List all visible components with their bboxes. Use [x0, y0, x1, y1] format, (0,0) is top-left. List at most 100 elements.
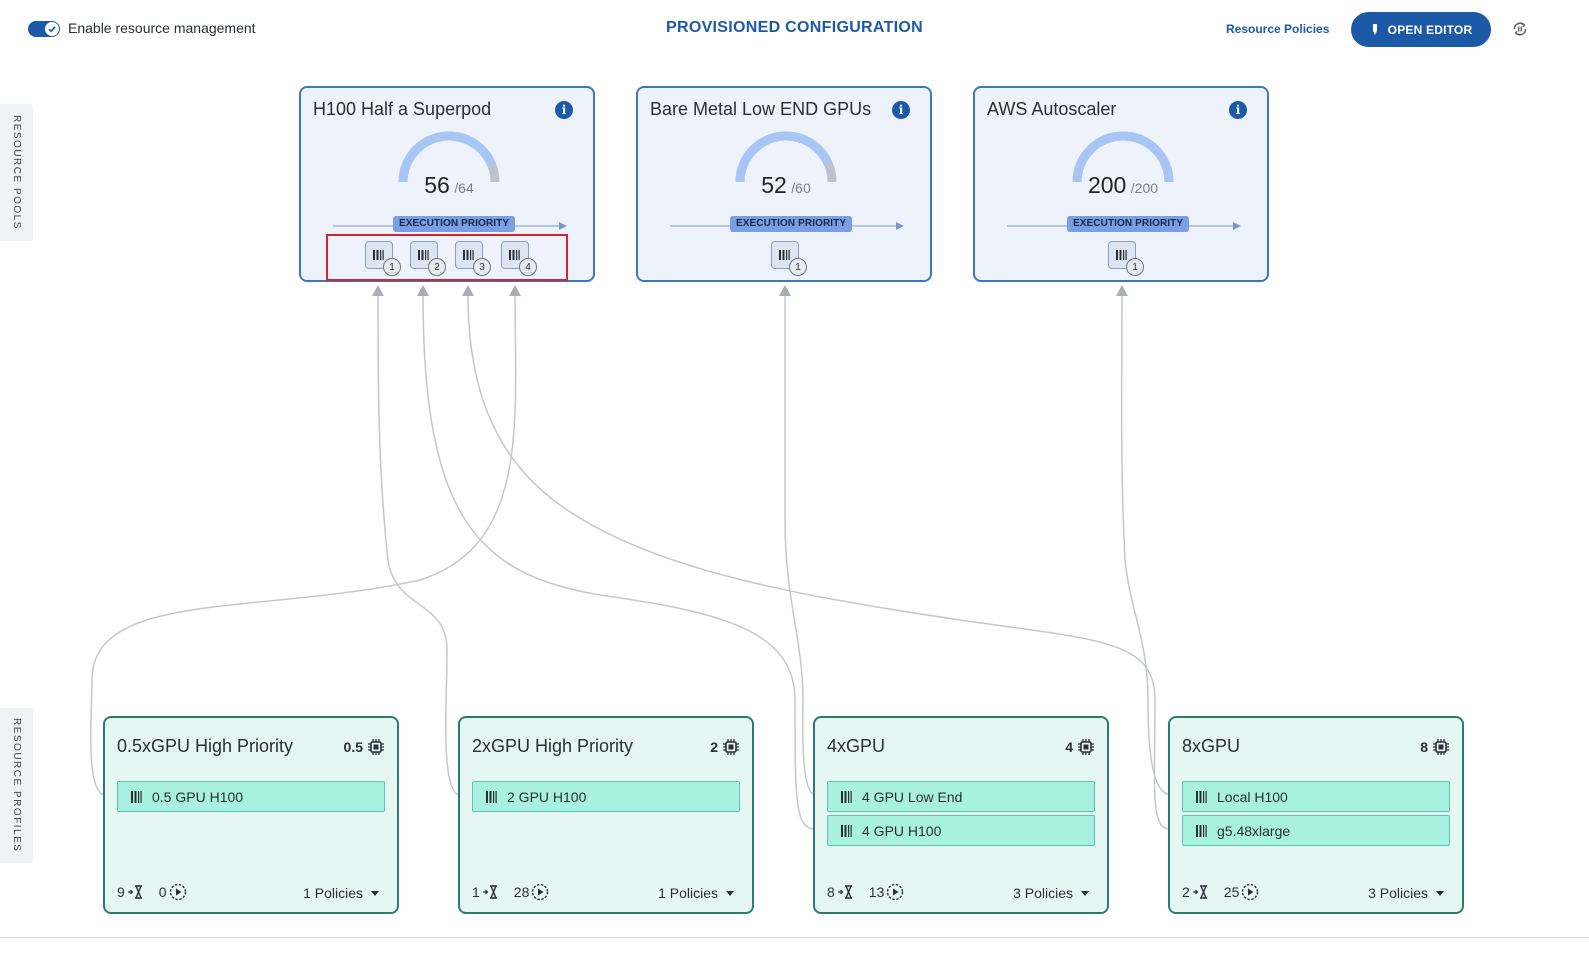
profile-priority-number: 3	[473, 258, 491, 276]
running-stat: 13	[869, 883, 905, 901]
caret-down-icon	[371, 890, 379, 896]
gpu-count: 2	[710, 738, 740, 756]
profile-card[interactable]: 4xGPU 4 4 GPU Low End 4 GPU H100 8 13 3 …	[813, 716, 1109, 914]
node-pool-bar[interactable]: 2 GPU H100	[472, 781, 740, 812]
hourglass-icon	[482, 885, 497, 899]
caret-down-icon	[726, 890, 734, 896]
policies-dropdown[interactable]: 3 Policies	[1368, 885, 1444, 901]
barcode-icon	[373, 250, 384, 260]
profile-card[interactable]: 0.5xGPU High Priority 0.5 0.5 GPU H100 9…	[103, 716, 399, 914]
pool-card[interactable]: AWS Autoscaler i 200 /200 EXECUTION PRIO…	[973, 86, 1269, 282]
resource-management-toggle[interactable]	[28, 21, 60, 37]
running-count: 28	[513, 884, 530, 900]
node-pool-label: 0.5 GPU H100	[152, 788, 244, 805]
connector-8gpu-pool3	[1120, 294, 1171, 796]
execution-priority-label: EXECUTION PRIORITY	[730, 216, 853, 232]
profile-title: 4xGPU	[827, 736, 886, 756]
hourglass-icon	[1192, 885, 1207, 899]
pool-profile-chip[interactable]: 1	[365, 241, 401, 276]
caret-down-icon	[1436, 890, 1444, 896]
info-icon[interactable]: i	[892, 101, 910, 119]
profile-stats: 1 28	[472, 883, 563, 901]
profile-stats: 8 13	[827, 883, 918, 901]
profile-card[interactable]: 8xGPU 8 Local H100 g5.48xlarge 2 25 3 Po…	[1168, 716, 1464, 914]
pool-gauge	[1072, 131, 1174, 183]
execution-priority-label: EXECUTION PRIORITY	[393, 216, 516, 232]
queued-count: 2	[1182, 884, 1190, 900]
pool-capacity: 200 /200	[975, 172, 1271, 199]
refresh-icon[interactable]	[1511, 20, 1529, 38]
node-pool-bar[interactable]: 4 GPU H100	[827, 815, 1095, 846]
pool-title: H100 Half a Superpod	[313, 99, 492, 119]
node-pool-bar[interactable]: 4 GPU Low End	[827, 781, 1095, 812]
policies-label: 1 Policies	[303, 885, 363, 901]
barcode-icon	[1196, 790, 1207, 803]
chip-icon	[723, 739, 739, 755]
policies-dropdown[interactable]: 3 Policies	[1013, 885, 1089, 901]
pool-gauge	[735, 131, 837, 183]
open-editor-button[interactable]: OPEN EDITOR	[1351, 12, 1491, 47]
resource-profiles-tab[interactable]: RESOURCE PROFILES	[0, 708, 33, 863]
barcode-icon	[1196, 824, 1207, 837]
gpu-count-value: 2	[710, 739, 718, 755]
hourglass-icon	[837, 885, 852, 899]
running-count: 25	[1223, 884, 1240, 900]
node-pool-label: Local H100	[1217, 788, 1288, 805]
pool-card[interactable]: H100 Half a Superpod i 56 /64 EXECUTION …	[299, 86, 595, 282]
running-count: 0	[158, 884, 167, 900]
pool-profile-chip[interactable]: 1	[771, 241, 807, 276]
pool-capacity: 56 /64	[301, 172, 597, 199]
pool-profile-chip[interactable]: 3	[455, 241, 491, 276]
resource-profiles-tab-label: RESOURCE PROFILES	[11, 718, 22, 853]
execution-priority-label: EXECUTION PRIORITY	[1067, 216, 1190, 232]
pen-icon	[1372, 23, 1377, 35]
node-pool-bar[interactable]: g5.48xlarge	[1182, 815, 1450, 846]
profile-card[interactable]: 2xGPU High Priority 2 2 GPU H100 1 28 1 …	[458, 716, 754, 914]
profile-stats: 2 25	[1182, 883, 1273, 901]
hourglass-icon	[127, 885, 142, 899]
check-icon	[45, 22, 59, 36]
profile-priority-number: 1	[1126, 258, 1144, 276]
pool-title: Bare Metal Low END GPUs	[650, 99, 872, 119]
pool-profile-chip[interactable]: 1	[1108, 241, 1144, 276]
policies-label: 3 Policies	[1013, 885, 1073, 901]
pool-max: /60	[791, 180, 811, 196]
barcode-icon	[418, 250, 429, 260]
gpu-count-value: 8	[1420, 739, 1428, 755]
running-stat: 0	[159, 883, 187, 901]
node-pool-bar[interactable]: 0.5 GPU H100	[117, 781, 385, 812]
gpu-count-value: 4	[1065, 739, 1073, 755]
pool-max: /64	[454, 180, 474, 196]
barcode-icon	[486, 790, 497, 803]
pool-profile-chip[interactable]: 4	[501, 241, 537, 276]
queued-stat: 2	[1182, 883, 1210, 901]
policies-dropdown[interactable]: 1 Policies	[658, 885, 734, 901]
pool-capacity: 52 /60	[638, 172, 934, 199]
queued-count: 1	[472, 884, 480, 900]
pool-profile-chip[interactable]: 2	[410, 241, 446, 276]
barcode-icon	[779, 250, 790, 260]
info-icon[interactable]: i	[555, 101, 573, 119]
info-icon[interactable]: i	[1229, 101, 1247, 119]
play-circle-icon	[169, 883, 186, 901]
profile-priority-number: 1	[383, 258, 401, 276]
queued-count: 9	[117, 884, 125, 900]
connector-4gpu-pool2	[784, 295, 816, 796]
queued-stat: 8	[827, 883, 855, 901]
node-pool-bar[interactable]: Local H100	[1182, 781, 1450, 812]
resource-pools-tab[interactable]: RESOURCE POOLS	[0, 104, 33, 241]
running-stat: 25	[1224, 883, 1260, 901]
chip-icon	[1078, 739, 1094, 755]
pool-used: 52	[761, 172, 787, 198]
resource-policies-link[interactable]: Resource Policies	[1226, 22, 1330, 36]
policies-dropdown[interactable]: 1 Policies	[303, 885, 379, 901]
policies-label: 1 Policies	[658, 885, 718, 901]
barcode-icon	[841, 824, 852, 837]
selection-highlight	[326, 234, 568, 281]
toggle-label: Enable resource management	[68, 20, 256, 36]
queued-count: 8	[827, 884, 835, 900]
pool-card[interactable]: Bare Metal Low END GPUs i 52 /60 EXECUTI…	[636, 86, 932, 282]
node-pool-label: g5.48xlarge	[1217, 822, 1291, 839]
gpu-count-value: 0.5	[343, 739, 363, 755]
profile-priority-number: 1	[789, 258, 807, 276]
